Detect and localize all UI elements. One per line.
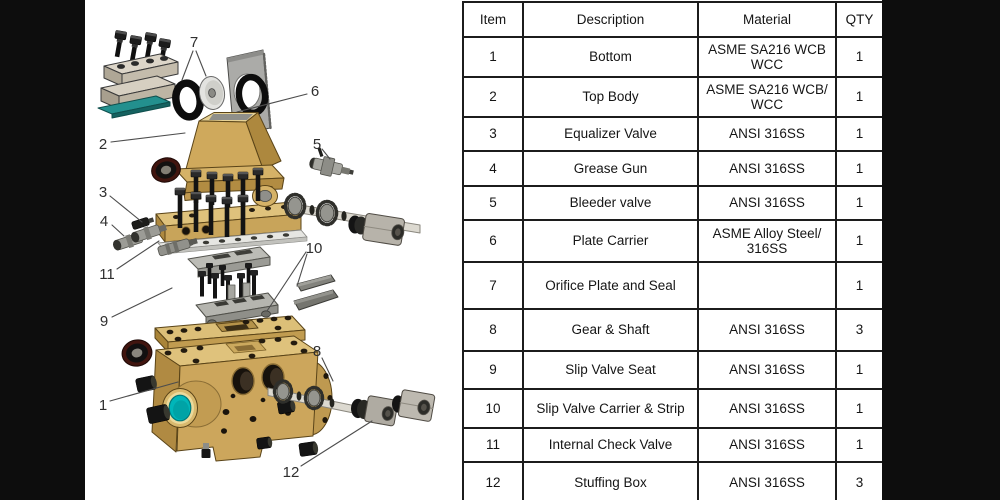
qty-cell: 1 xyxy=(835,261,884,310)
item-cell: 8 xyxy=(462,308,524,352)
description-cell: Gear & Shaft xyxy=(522,308,699,352)
thrust-seal-lower xyxy=(121,339,153,367)
gasket-strip xyxy=(97,95,171,119)
callout-label-4: 4 xyxy=(100,213,108,230)
description-cell: Grease Gun xyxy=(522,150,699,187)
material-cell: ASME SA216 WCB/ WCC xyxy=(697,76,837,118)
description-cell: Bottom xyxy=(522,36,699,78)
description-cell: Top Body xyxy=(522,76,699,118)
cap-screws-group xyxy=(114,30,171,66)
material-cell: ASME SA216 WCB WCC xyxy=(697,36,837,78)
qty-cell: 1 xyxy=(835,185,884,221)
left-letterbox xyxy=(0,0,85,500)
callout-label-1: 1 xyxy=(99,397,107,414)
qty-cell: 1 xyxy=(835,150,884,187)
qty-cell: 3 xyxy=(835,461,884,500)
qty-cell: 1 xyxy=(835,116,884,152)
item-cell: 7 xyxy=(462,261,524,310)
item-cell: 11 xyxy=(462,427,524,463)
material-cell xyxy=(697,261,837,310)
material-cell: ANSI 316SS xyxy=(697,461,837,500)
qty-cell: 1 xyxy=(835,388,884,429)
description-cell: Bleeder valve xyxy=(522,185,699,221)
callout-label-2: 2 xyxy=(99,136,107,153)
description-cell: Slip Valve Carrier & Strip xyxy=(522,388,699,429)
callout-label-3: 3 xyxy=(99,184,107,201)
material-cell: ANSI 316SS xyxy=(697,185,837,221)
qty-cell: 1 xyxy=(835,427,884,463)
thrust-seal-upper xyxy=(151,157,181,183)
material-cell: ANSI 316SS xyxy=(697,350,837,390)
qty-cell: 1 xyxy=(835,350,884,390)
callout-label-9: 9 xyxy=(100,313,108,330)
item-cell: 6 xyxy=(462,219,524,263)
internal-check-valve xyxy=(157,238,198,257)
item-cell: 4 xyxy=(462,150,524,187)
callout-label-12: 12 xyxy=(283,464,300,481)
leader-lines xyxy=(109,50,373,467)
qty-cell: 3 xyxy=(835,308,884,352)
description-cell: Internal Check Valve xyxy=(522,427,699,463)
material-cell: ANSI 316SS xyxy=(697,427,837,463)
material-cell: ANSI 316SS xyxy=(697,308,837,352)
drain-plugs xyxy=(135,375,319,457)
material-cell: ASME Alloy Steel/ 316SS xyxy=(697,219,837,263)
item-cell: 3 xyxy=(462,116,524,152)
col-header-description: Description xyxy=(522,1,699,38)
item-cell: 9 xyxy=(462,350,524,390)
description-cell: Slip Valve Seat xyxy=(522,350,699,390)
item-cell: 1 xyxy=(462,36,524,78)
item-cell: 10 xyxy=(462,388,524,429)
material-cell: ANSI 316SS xyxy=(697,150,837,187)
qty-cell: 1 xyxy=(835,219,884,263)
upper-gear-shaft xyxy=(283,192,421,246)
seal-oring-left xyxy=(172,79,204,121)
col-header-qty: QTY xyxy=(835,1,884,38)
material-cell: ANSI 316SS xyxy=(697,388,837,429)
slip-valve-carrier xyxy=(187,246,279,327)
right-letterbox xyxy=(882,0,1000,500)
callout-label-7: 7 xyxy=(190,34,198,51)
callout-label-5: 5 xyxy=(313,136,321,153)
flange-bolts xyxy=(174,167,264,237)
stuffing-box xyxy=(351,389,436,427)
item-cell: 2 xyxy=(462,76,524,118)
qty-cell: 1 xyxy=(835,36,884,78)
bleeder-valve xyxy=(309,147,354,177)
orifice-plate xyxy=(198,76,226,110)
callout-label-8: 8 xyxy=(313,343,321,360)
col-header-material: Material xyxy=(697,1,837,38)
grease-gun-fittings xyxy=(113,224,167,251)
description-cell: Stuffing Box xyxy=(522,461,699,500)
description-cell: Equalizer Valve xyxy=(522,116,699,152)
callout-label-10: 10 xyxy=(306,240,323,257)
item-cell: 5 xyxy=(462,185,524,221)
col-header-item: Item xyxy=(462,1,524,38)
callout-label-11: 11 xyxy=(99,266,115,283)
description-cell: Plate Carrier xyxy=(522,219,699,263)
callout-label-6: 6 xyxy=(311,83,319,100)
table-header-row: Item Description Material QTY xyxy=(462,1,884,38)
callout-labels: 7 6 2 5 3 4 11 10 9 1 8 12 xyxy=(99,34,323,481)
description-cell: Orifice Plate and Seal xyxy=(522,261,699,310)
material-cell: ANSI 316SS xyxy=(697,116,837,152)
item-cell: 12 xyxy=(462,461,524,500)
lower-gear-shaft xyxy=(267,379,436,427)
qty-cell: 1 xyxy=(835,76,884,118)
slip-valve-strips xyxy=(293,274,339,311)
